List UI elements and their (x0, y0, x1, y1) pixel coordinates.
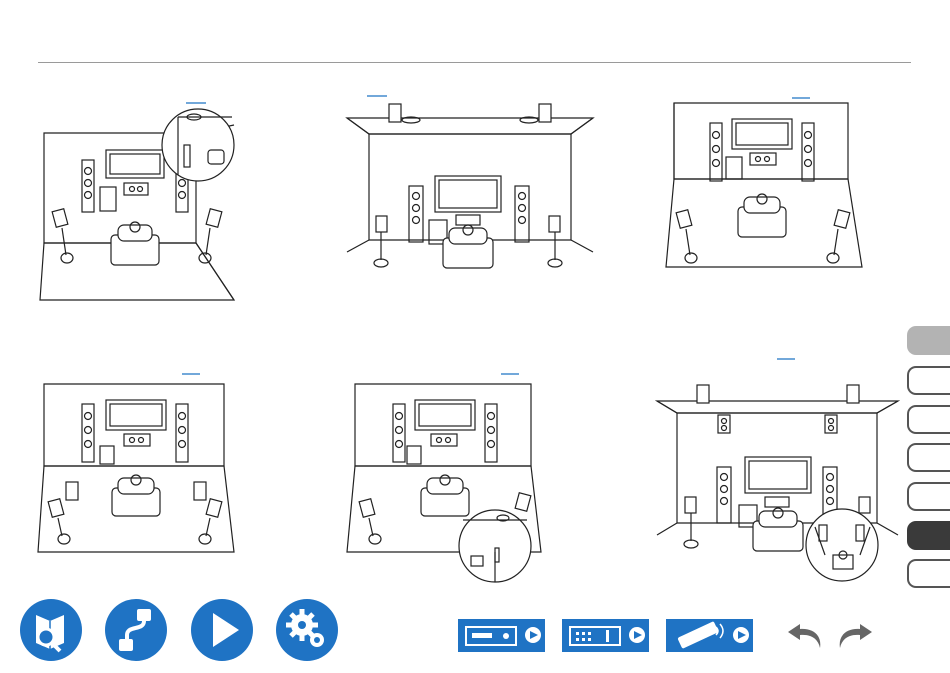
contents-icon (20, 599, 82, 661)
setup-button[interactable] (276, 599, 338, 661)
playback-button[interactable] (191, 599, 253, 661)
layout-top-front-ceiling (664, 95, 864, 275)
rear-panel-icon (562, 619, 649, 652)
layout-front-wide-speakers (655, 355, 900, 587)
connections-icon (105, 599, 167, 661)
back-button[interactable] (786, 618, 826, 652)
contents-button[interactable] (20, 599, 82, 661)
front-panel-button[interactable] (458, 619, 545, 652)
back-arrow-icon (786, 618, 826, 652)
remote-control-icon (666, 619, 753, 652)
connections-button[interactable] (105, 599, 167, 661)
side-tab-4[interactable] (907, 443, 950, 472)
play-icon (191, 599, 253, 661)
rear-panel-button[interactable] (562, 619, 649, 652)
layout-dolby-enabled-speakers (345, 370, 545, 585)
side-tab-7[interactable] (907, 559, 950, 588)
side-tab-6[interactable] (907, 521, 950, 550)
layout-top-middle-speakers (345, 90, 595, 275)
front-panel-icon (458, 619, 545, 652)
layout-front-high-speakers (36, 95, 236, 305)
side-tab-1[interactable] (907, 326, 950, 355)
layout-surround-back-speakers (36, 370, 236, 555)
forward-arrow-icon (834, 618, 874, 652)
side-tab-3[interactable] (907, 405, 950, 434)
header-divider (38, 62, 911, 63)
side-tab-2[interactable] (907, 366, 950, 395)
gear-icon (276, 599, 338, 661)
forward-button[interactable] (834, 618, 874, 652)
side-tab-5[interactable] (907, 482, 950, 511)
remote-control-button[interactable] (666, 619, 753, 652)
